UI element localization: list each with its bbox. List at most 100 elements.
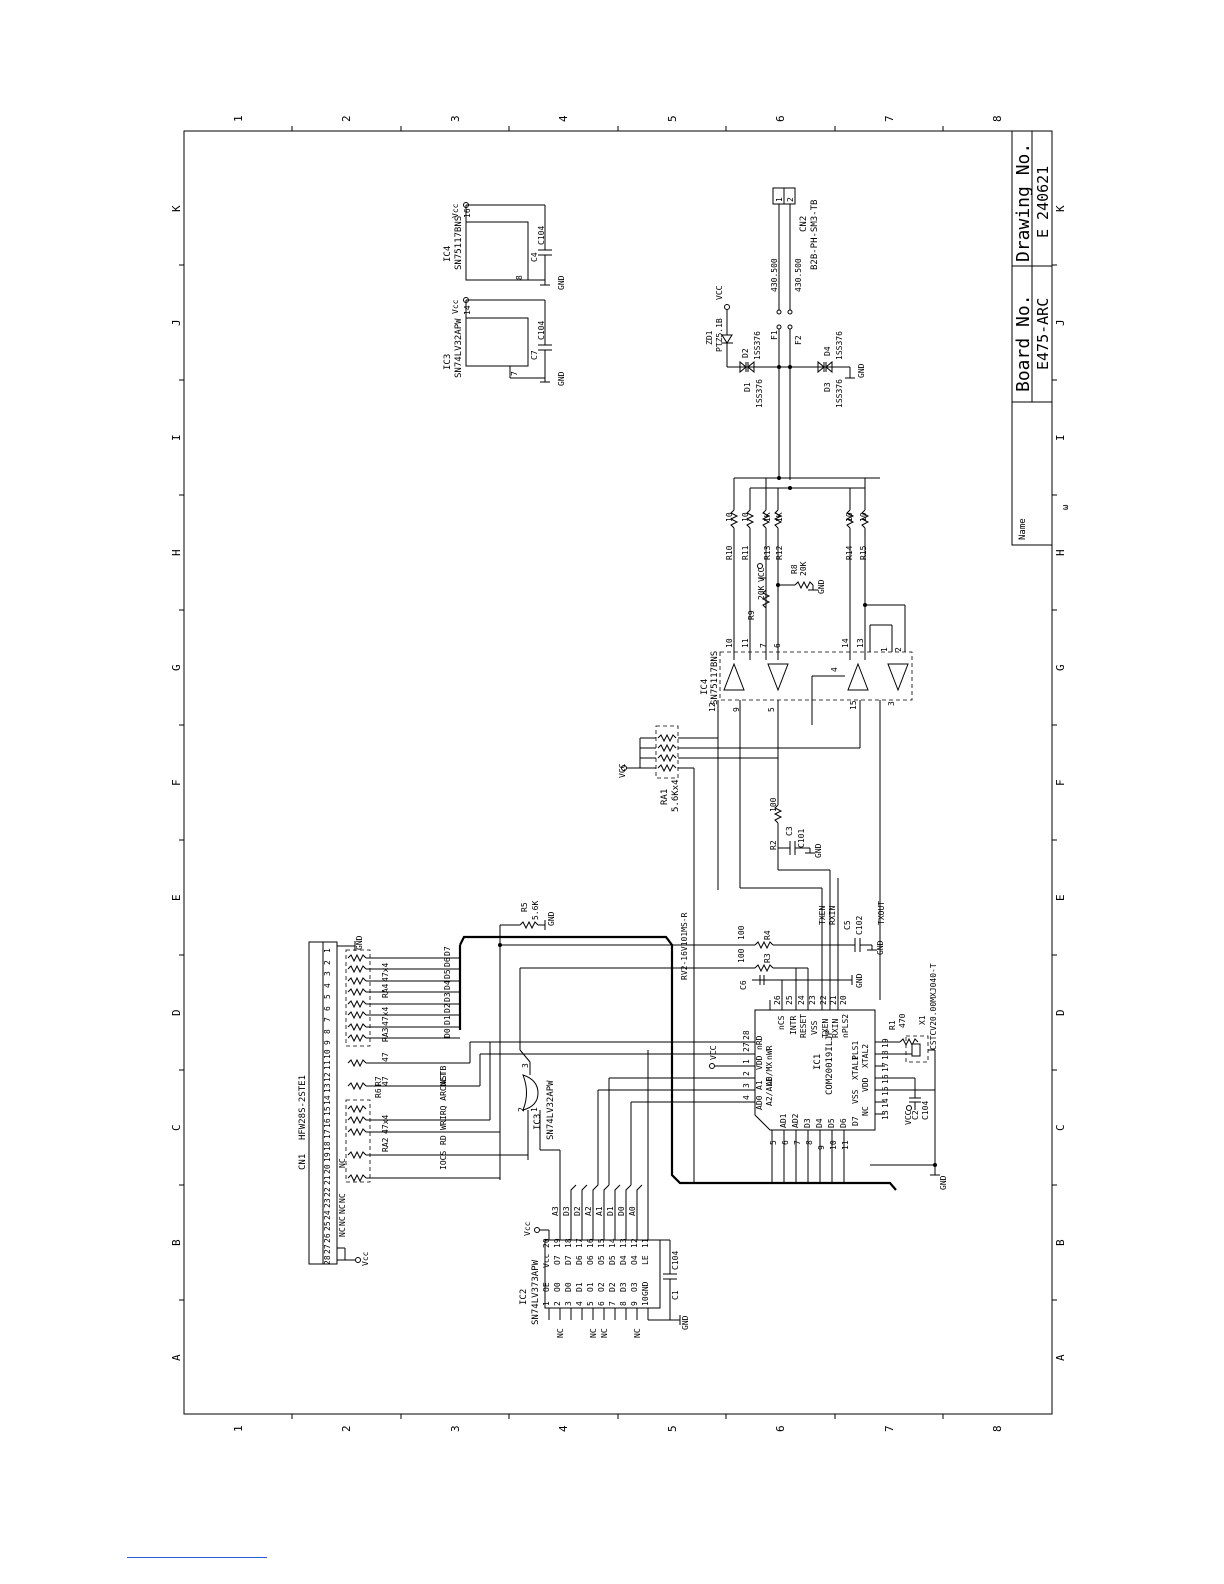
svg-text:D7: D7 <box>564 1255 573 1265</box>
svg-text:NC: NC <box>600 1328 609 1338</box>
row-labels-left: K J I H G F E D C B A <box>170 205 183 1361</box>
svg-text:IOCS: IOCS <box>439 1151 448 1170</box>
svg-text:D4: D4 <box>823 346 832 356</box>
svg-text:1: 1 <box>232 1425 245 1432</box>
svg-text:13: 13 <box>619 1238 628 1248</box>
svg-text:RA2: RA2 <box>381 1137 390 1152</box>
svg-text:13: 13 <box>881 1110 890 1120</box>
svg-text:NC: NC <box>338 1227 347 1237</box>
ic3-power-block: IC3 SN74LV32APW Vcc 14 7 C7 C104 GND <box>443 297 566 386</box>
svg-text:11: 11 <box>741 638 750 648</box>
svg-text:4: 4 <box>557 1425 570 1432</box>
svg-text:11: 11 <box>323 1060 332 1070</box>
svg-text:nWR: nWR <box>765 1045 774 1060</box>
svg-text:5.6K: 5.6K <box>531 901 540 920</box>
svg-text:D5: D5 <box>443 969 452 979</box>
svg-text:XTAL2: XTAL2 <box>861 1044 870 1068</box>
svg-text:3: 3 <box>887 701 896 706</box>
svg-text:R13: R13 <box>763 545 772 560</box>
svg-text:D7: D7 <box>851 1116 860 1126</box>
svg-text:R8: R8 <box>790 564 799 574</box>
svg-text:D5: D5 <box>827 1118 836 1128</box>
svg-text:20K: 20K <box>799 561 808 576</box>
svg-text:CN2: CN2 <box>799 216 809 232</box>
svg-text:10: 10 <box>859 512 868 522</box>
svg-text:C7: C7 <box>530 350 539 360</box>
svg-text:nPLS2: nPLS2 <box>841 1014 850 1038</box>
svg-text:GND: GND <box>355 935 364 950</box>
svg-text:7: 7 <box>759 643 768 648</box>
svg-text:1: 1 <box>323 948 332 953</box>
svg-text:1K: 1K <box>763 512 772 522</box>
svg-text:C5: C5 <box>843 920 852 930</box>
svg-text:3: 3 <box>742 1083 751 1088</box>
svg-text:7: 7 <box>883 115 896 122</box>
svg-text:R2: R2 <box>769 840 778 850</box>
column-labels-top: 1 2 3 4 5 6 7 8 <box>232 115 1004 122</box>
crystal-circuit: R1 470 X1 CSTCV20.00MXJ040-T C2 C104 VCC… <box>870 963 948 1190</box>
svg-text:A0/MX: A0/MX <box>765 1062 774 1086</box>
svg-text:SN74LV32APW: SN74LV32APW <box>546 1080 556 1140</box>
svg-text:D2: D2 <box>573 1206 582 1216</box>
svg-text:470: 470 <box>898 1013 907 1028</box>
svg-text:O2: O2 <box>597 1282 606 1292</box>
svg-text:9: 9 <box>323 1040 332 1045</box>
svg-text:HFW28S-2STE1: HFW28S-2STE1 <box>298 1075 308 1140</box>
footer-link-underline <box>127 1557 267 1558</box>
bias-resistors: VCC R9 20K R8 20K GND <box>747 561 826 620</box>
svg-text:TXOUT: TXOUT <box>877 901 886 925</box>
svg-text:GND: GND <box>876 940 885 955</box>
board-no-value: E475-ARC <box>1034 298 1052 370</box>
svg-text:IC3: IC3 <box>443 354 453 370</box>
svg-text:2: 2 <box>786 197 795 202</box>
svg-text:A: A <box>170 1354 183 1361</box>
svg-text:D2: D2 <box>608 1282 617 1292</box>
svg-text:47: 47 <box>381 1076 390 1086</box>
svg-text:D3: D3 <box>443 992 452 1002</box>
svg-text:12: 12 <box>708 702 717 712</box>
svg-text:3: 3 <box>449 115 462 122</box>
svg-text:2: 2 <box>742 1071 751 1076</box>
svg-text:D0: D0 <box>617 1206 626 1216</box>
svg-text:IC4: IC4 <box>700 679 710 695</box>
svg-text:D3: D3 <box>562 1206 571 1216</box>
ic3-power-box <box>465 317 529 367</box>
svg-text:GND: GND <box>857 363 866 378</box>
svg-text:VCC: VCC <box>757 567 766 582</box>
svg-text:5: 5 <box>767 707 776 712</box>
svg-text:19: 19 <box>323 1152 332 1162</box>
ic2-body <box>544 1239 661 1309</box>
name-mark: ω <box>1061 504 1071 510</box>
svg-text:1: 1 <box>775 197 784 202</box>
svg-text:7: 7 <box>883 1425 896 1432</box>
svg-text:8: 8 <box>515 275 524 280</box>
svg-text:SN75117BNS: SN75117BNS <box>454 216 464 270</box>
ic4-power-block: IC4 SN75117BNS Vcc 16 8 C4 C104 GND <box>443 202 566 290</box>
svg-text:R15: R15 <box>859 545 868 560</box>
svg-text:B2B-PH-SM3-TB: B2B-PH-SM3-TB <box>810 200 820 270</box>
svg-text:8: 8 <box>991 115 1004 122</box>
svg-text:R10: R10 <box>725 545 734 560</box>
svg-text:1SS376: 1SS376 <box>835 331 844 360</box>
svg-text:VDD: VDD <box>755 1055 764 1070</box>
svg-text:SN74LV373APW: SN74LV373APW <box>531 1259 541 1325</box>
svg-text:14: 14 <box>881 1098 890 1108</box>
svg-text:6: 6 <box>781 1140 790 1145</box>
svg-text:11: 11 <box>841 1140 850 1150</box>
svg-text:B: B <box>170 1239 183 1246</box>
svg-text:NC: NC <box>861 1106 870 1116</box>
ic1-arcnet-controller: IC1 COM20019ILJP 26 25 24 23 22 21 20 nC… <box>709 995 890 1183</box>
svg-text:D6: D6 <box>443 957 452 967</box>
svg-text:OE: OE <box>542 1282 551 1292</box>
svg-text:4: 4 <box>742 1095 751 1100</box>
svg-text:5: 5 <box>586 1301 595 1306</box>
svg-text:TXEN: TXEN <box>821 1019 830 1038</box>
svg-text:LE: LE <box>641 1255 650 1265</box>
svg-text:D4: D4 <box>443 980 452 990</box>
svg-text:NC: NC <box>633 1328 642 1338</box>
svg-text:D1: D1 <box>743 382 752 392</box>
svg-text:E: E <box>170 894 183 901</box>
svg-text:1SS376: 1SS376 <box>835 379 844 408</box>
svg-text:nCS: nCS <box>777 1015 786 1030</box>
svg-text:Vcc: Vcc <box>451 299 460 314</box>
